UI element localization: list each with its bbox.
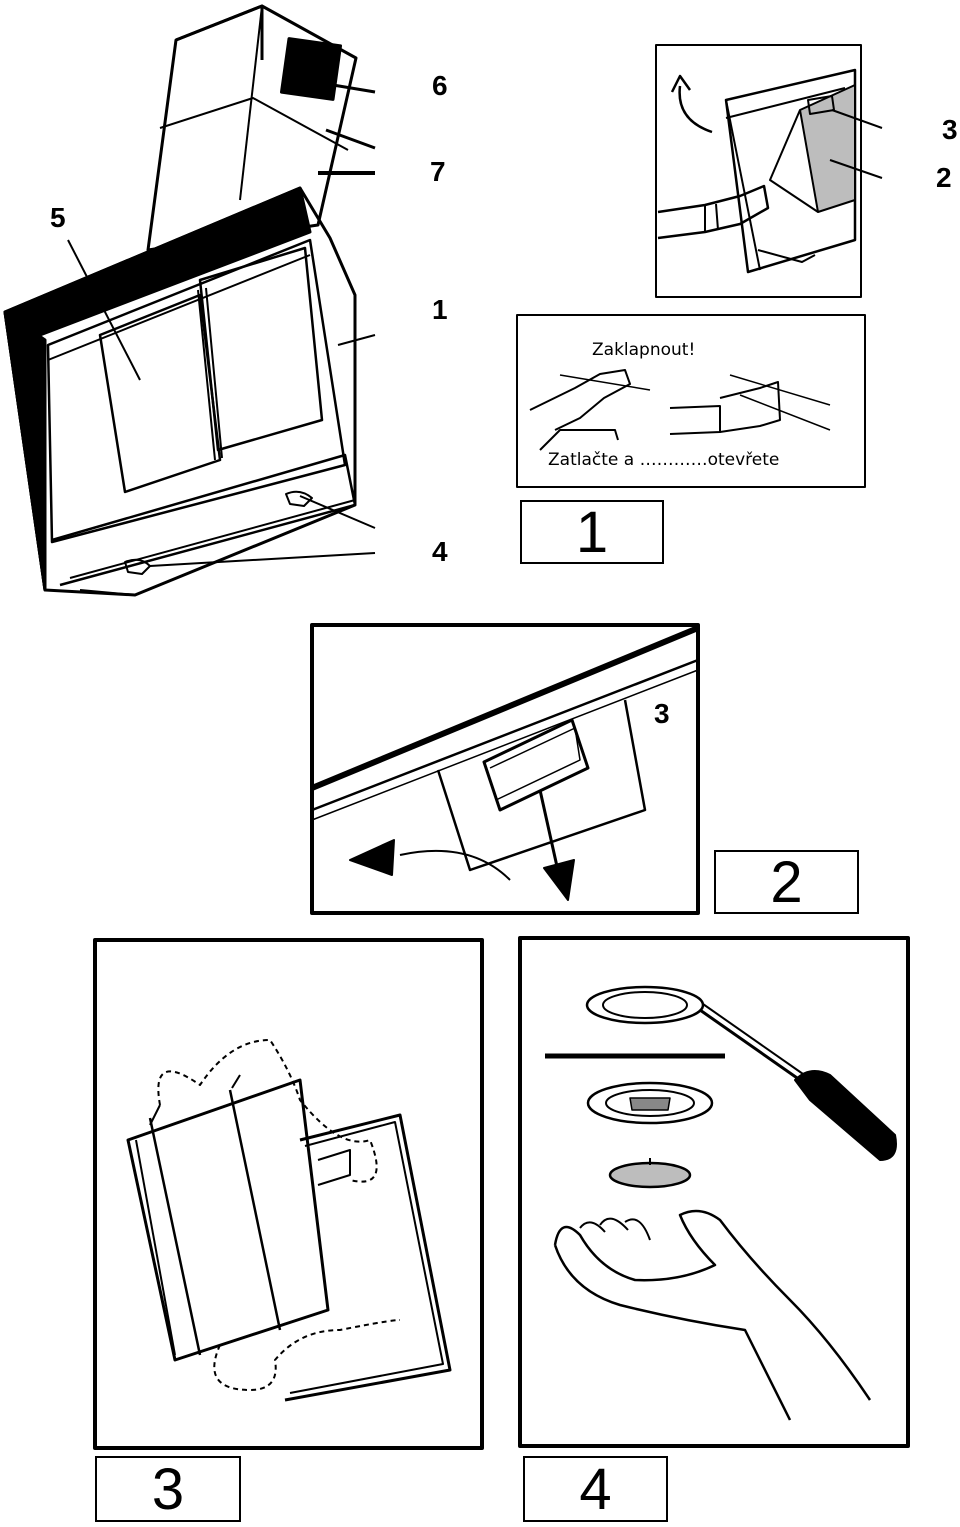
callout-5: 5: [50, 202, 66, 233]
lamp-socket: [586, 1081, 714, 1125]
open-hand-icon: [553, 1209, 872, 1421]
panel-label-2: 2: [714, 850, 859, 915]
screwdriver-icon: [794, 1070, 897, 1161]
grease-filter: [126, 1078, 330, 1362]
opening-detail: [655, 44, 883, 298]
callout-1: 1: [432, 294, 448, 325]
filter-panel: [98, 293, 222, 494]
latch-handle: [482, 718, 590, 812]
cooker-hood-drawing: [3, 4, 376, 597]
callout-3: 3: [942, 114, 958, 145]
lamp-bulb: [608, 1161, 692, 1189]
panel-label-3: 3: [95, 1456, 241, 1522]
callout-3-panel2: 3: [654, 698, 670, 729]
hand-icon: [657, 184, 770, 240]
caption-push-open: Zatlačte a …………otevřete: [548, 450, 780, 470]
callout-7: 7: [430, 156, 446, 187]
panel-label-4: 4: [523, 1456, 668, 1522]
panel-3-drawing: [93, 938, 484, 1450]
arrow-down-icon: [543, 859, 575, 901]
arrow-up-icon: [670, 74, 713, 134]
light-1: [124, 558, 151, 575]
panel-2-drawing: [310, 623, 700, 915]
callout-2: 2: [936, 162, 952, 193]
callout-4: 4: [432, 536, 448, 567]
panel-4-drawing: [518, 936, 910, 1448]
light-2: [285, 490, 313, 507]
panel-label-1: 1: [520, 500, 664, 565]
callout-6: 6: [432, 70, 448, 101]
caption-panel-drawings: [516, 314, 866, 488]
grease-filter-frame: [284, 1113, 452, 1402]
caption-snap: Zaklapnout!: [592, 340, 696, 360]
hood-glass: [3, 186, 357, 597]
arrow-left-icon: [349, 839, 395, 876]
chimney-vent: [279, 37, 343, 101]
